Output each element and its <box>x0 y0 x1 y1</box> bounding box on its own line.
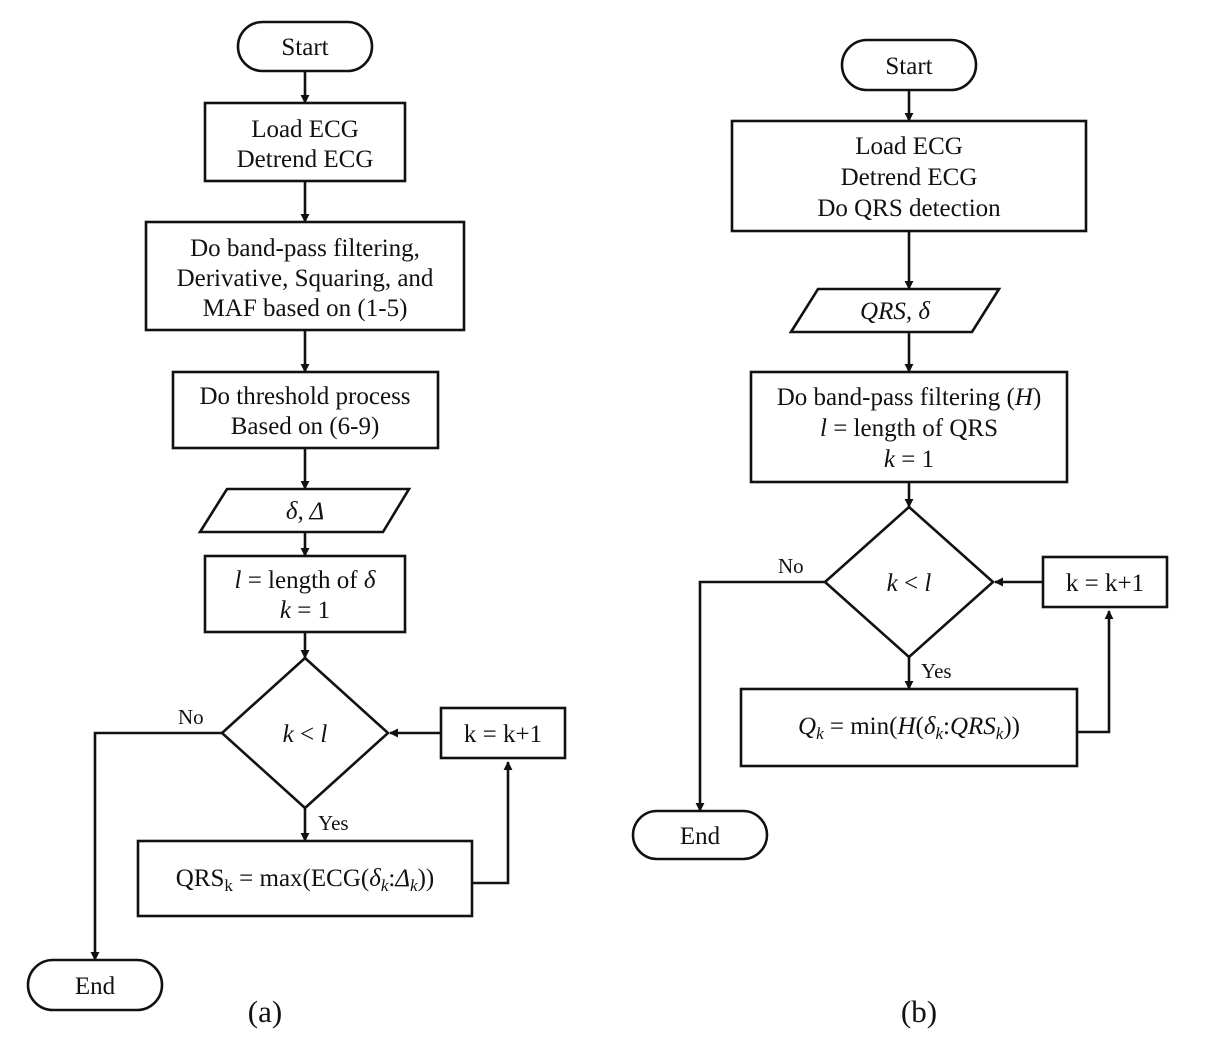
a-init-l-rest: = length of <box>241 567 363 594</box>
b-init-k-var: k <box>884 446 896 473</box>
a-loop-Delta-sub: k <box>410 876 418 895</box>
a-end-terminal <box>26 958 164 1012</box>
b-loop-Q-sub: k <box>816 724 824 743</box>
b-bandpass-text: Do band-pass filtering ( <box>777 384 1015 411</box>
b-loop-paren: ( <box>916 713 924 740</box>
b-loop-Q: Q <box>798 713 816 740</box>
b-init-l-var: l <box>820 415 827 442</box>
b-qrs-detect-label: Do QRS detection <box>817 195 1001 222</box>
b-loop-colon: : <box>943 713 950 740</box>
a-yes-label: Yes <box>318 811 349 835</box>
a-loop-Delta: Δ <box>394 865 410 892</box>
b-detrend-label: Detrend ECG <box>841 164 978 191</box>
b-end-label: End <box>680 823 721 850</box>
a-io-label: δ, Δ <box>286 498 324 525</box>
a-increment-label: k = k+1 <box>464 721 542 748</box>
a-init-l-delta: δ <box>364 567 376 594</box>
a-init-k-line: k = 1 <box>280 597 330 624</box>
a-decision-label: k < l <box>283 721 328 748</box>
b-cond-l: l <box>924 570 931 597</box>
b-loop-eq: = min( <box>824 713 898 740</box>
b-init-l-line: l = length of QRS <box>820 415 998 442</box>
b-init-k-rest: = 1 <box>895 446 934 473</box>
b-start-label: Start <box>885 53 932 80</box>
b-bandpass-H: H <box>1014 384 1035 411</box>
a-start-label: Start <box>281 34 328 61</box>
a-arrow-no <box>90 731 222 961</box>
b-loop-QRS: QRS <box>950 713 996 740</box>
b-bandpass-close: ) <box>1033 384 1041 411</box>
a-cond-op: < <box>294 721 321 748</box>
b-loop-delta-sub: k <box>935 724 943 743</box>
b-init-l-rest: = length of QRS <box>827 415 998 442</box>
a-load-box <box>203 101 407 183</box>
a-load-label: Load ECG <box>251 116 359 143</box>
a-end-label: End <box>75 973 116 1000</box>
a-loop-label: QRSk = max(ECG(δk:Δk)) <box>176 865 434 895</box>
a-detrend-label: Detrend ECG <box>237 146 374 173</box>
b-arrow-no <box>695 580 825 812</box>
b-init-k-line: k = 1 <box>884 446 934 473</box>
b-loop-H: H <box>896 713 917 740</box>
b-decision-label: k < l <box>887 570 932 597</box>
a-threshold-line1: Do threshold process <box>199 383 410 410</box>
b-loop-QRS-sub: k <box>996 724 1004 743</box>
b-io-label: QRS, δ <box>860 298 930 325</box>
b-bandpass-box <box>749 370 1069 484</box>
b-yes-label: Yes <box>921 659 952 683</box>
a-threshold-line2: Based on (6-9) <box>231 413 380 440</box>
a-io-parallelogram <box>197 487 412 534</box>
a-no-label: No <box>178 705 204 729</box>
a-loop-eq: = max(ECG( <box>233 865 369 892</box>
b-increment-box <box>1041 555 1169 609</box>
b-increment-label: k = k+1 <box>1066 570 1144 597</box>
b-arrow-loop-increment <box>1077 610 1114 734</box>
a-init-box <box>203 554 407 634</box>
a-init-k-rest: = 1 <box>291 597 330 624</box>
b-load-label: Load ECG <box>855 133 963 160</box>
b-cond-k: k <box>887 570 899 597</box>
a-init-k-var: k <box>280 597 292 624</box>
a-cond-k: k <box>283 721 295 748</box>
a-loop-delta: δ <box>369 865 381 892</box>
b-end-terminal <box>631 809 769 861</box>
a-arrow-loop-increment <box>472 761 513 885</box>
b-load-box <box>730 119 1088 233</box>
b-caption: (b) <box>901 994 937 1029</box>
b-loop-delta: δ <box>924 713 936 740</box>
a-bandpass-line3: MAF based on (1-5) <box>203 295 408 322</box>
b-loop-label: Qk = min(H(δk:QRSk)) <box>798 713 1020 743</box>
a-cond-l: l <box>320 721 327 748</box>
a-bandpass-line2: Derivative, Squaring, and <box>177 265 434 292</box>
a-loop-qrs: QRS <box>176 865 225 892</box>
b-no-label: No <box>778 554 804 578</box>
a-loop-delta-sub: k <box>381 876 389 895</box>
a-loop-box <box>136 839 474 918</box>
b-bandpass-line1: Do band-pass filtering (H) <box>777 384 1042 411</box>
a-init-l-line: l = length of δ <box>235 567 376 594</box>
a-bandpass-line1: Do band-pass filtering, <box>190 235 420 262</box>
a-loop-sub-k: k <box>224 876 233 895</box>
b-cond-op: < <box>898 570 925 597</box>
a-threshold-box <box>171 370 440 450</box>
b-io-parallelogram <box>788 287 1002 334</box>
a-loop-colon: : <box>388 865 395 892</box>
b-loop-box <box>739 687 1079 768</box>
flowchart-b: Start Load ECG Detrend ECG Do QRS detect… <box>631 38 1169 1029</box>
a-loop-close: )) <box>418 865 435 892</box>
a-caption: (a) <box>248 994 282 1029</box>
b-loop-close: )) <box>1003 713 1020 740</box>
flowchart-a: Start Load ECG Detrend ECG Do band-pass … <box>26 20 567 1029</box>
a-init-l-var: l <box>235 567 242 594</box>
